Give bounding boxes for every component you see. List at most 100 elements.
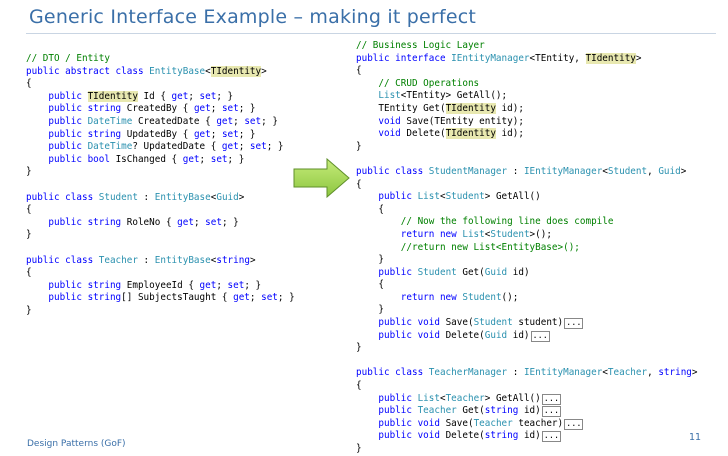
- code-text: ,: [647, 367, 659, 379]
- code-type: Guid: [484, 329, 508, 341]
- code-text: >: [238, 191, 245, 203]
- code-line: }: [356, 141, 698, 154]
- code-keyword: set: [210, 153, 228, 165]
- code-keyword: get: [221, 141, 239, 153]
- code-text: [356, 317, 378, 328]
- code-highlight: TIdentity: [585, 52, 636, 64]
- code-text: ; }: [266, 141, 284, 153]
- collapsed-region-marker[interactable]: ...: [541, 431, 562, 443]
- code-text: ;: [233, 115, 245, 127]
- code-text: }: [356, 443, 362, 454]
- code-line: }: [26, 305, 295, 318]
- slide-title: Generic Interface Example – making it pe…: [29, 6, 477, 28]
- code-keyword: public void: [378, 417, 446, 429]
- code-comment: // CRUD Operations: [378, 77, 480, 89]
- code-keyword: get: [193, 103, 211, 115]
- code-text: >: [261, 65, 267, 77]
- code-text: ;: [216, 279, 228, 291]
- code-type: Guid: [484, 266, 508, 278]
- code-type: EntityBase: [149, 65, 206, 77]
- code-text: [356, 229, 401, 240]
- code-line: public string RoleNo { get; set; }: [26, 217, 295, 230]
- code-keyword: public string: [48, 216, 127, 228]
- code-highlight: TIdentity: [87, 90, 138, 102]
- code-line: // Business Logic Layer: [356, 40, 698, 53]
- code-line: public Teacher Get(string id)...: [356, 405, 698, 418]
- code-keyword: void: [378, 128, 407, 140]
- code-text: {: [356, 203, 384, 215]
- code-text: [26, 217, 48, 228]
- code-text: [356, 191, 378, 202]
- collapsed-region-marker[interactable]: ...: [541, 393, 562, 405]
- code-keyword: void: [378, 115, 407, 127]
- code-text: [356, 267, 378, 278]
- collapsed-region-marker[interactable]: ...: [541, 406, 562, 418]
- code-keyword: string: [484, 430, 519, 442]
- code-text: <: [205, 65, 211, 77]
- code-keyword: set: [199, 90, 217, 102]
- code-text: id): [507, 266, 530, 278]
- code-type: Teacher: [445, 392, 485, 404]
- code-keyword: get: [182, 153, 200, 165]
- code-text: ; }: [238, 103, 256, 115]
- code-line: public TIdentity Id { get; set; }: [26, 90, 295, 104]
- code-text: [26, 91, 48, 102]
- code-highlight: TIdentity: [210, 65, 262, 77]
- code-keyword: public: [48, 141, 88, 153]
- code-keyword: public class: [26, 191, 99, 203]
- code-line: public class Teacher : EntityBase<string…: [26, 255, 295, 268]
- code-text: }: [26, 229, 32, 241]
- code-text: <: [439, 191, 446, 203]
- code-type: EntityBase: [154, 191, 211, 203]
- code-text: [26, 129, 48, 140]
- code-text: [26, 154, 48, 165]
- code-highlight: TIdentity: [445, 102, 496, 114]
- code-line: public void Save(Teacher teacher)...: [356, 418, 698, 431]
- code-text: {: [356, 178, 362, 190]
- code-text: :: [137, 191, 155, 203]
- code-text: [26, 141, 48, 152]
- code-line: public string EmployeeId { get; set; }: [26, 280, 295, 293]
- code-text: [356, 405, 378, 416]
- code-line: }: [26, 166, 295, 179]
- code-line: List<TEntity> GetAll();: [356, 90, 698, 103]
- code-line: {: [356, 65, 698, 78]
- code-line: public string[] SubjectsTaught { get; se…: [26, 292, 295, 305]
- code-text: >: [691, 367, 698, 379]
- code-line: }: [26, 229, 295, 242]
- code-line: {: [356, 380, 698, 393]
- collapsed-region-marker[interactable]: ...: [564, 318, 584, 330]
- code-keyword: public void: [378, 329, 446, 341]
- code-text: }: [356, 342, 362, 354]
- code-text: ();: [501, 291, 519, 303]
- collapsed-region-marker[interactable]: ...: [564, 418, 584, 430]
- code-text: [356, 78, 378, 89]
- code-keyword: set: [244, 115, 262, 127]
- code-comment: // DTO / Entity: [26, 53, 110, 64]
- code-text: ; }: [244, 279, 262, 291]
- code-type: List: [417, 191, 440, 203]
- code-text: [356, 330, 378, 341]
- code-line: public string UpdatedBy { get; set; }: [26, 129, 295, 142]
- code-type: Student: [98, 191, 138, 203]
- code-type: Teacher: [473, 417, 513, 429]
- code-line: public class Student : EntityBase<Guid>: [26, 192, 295, 205]
- code-text: [356, 242, 401, 253]
- code-line: }: [356, 304, 698, 317]
- code-keyword: public class: [26, 254, 99, 266]
- code-keyword: public string: [48, 292, 122, 304]
- code-text: <: [439, 392, 446, 404]
- code-keyword: public: [48, 115, 88, 127]
- code-text: [26, 280, 48, 291]
- code-text: ; }: [277, 292, 295, 304]
- code-text: teacher): [512, 417, 564, 429]
- code-type: Student: [490, 228, 530, 240]
- code-text: <TEntity,: [529, 52, 586, 64]
- code-line: [26, 242, 295, 255]
- code-keyword: return new: [400, 228, 463, 240]
- code-keyword: public void: [378, 317, 446, 329]
- collapsed-region-marker[interactable]: ...: [530, 330, 550, 342]
- code-line: {: [356, 204, 698, 217]
- code-keyword: get: [193, 128, 211, 140]
- code-text: [26, 103, 48, 114]
